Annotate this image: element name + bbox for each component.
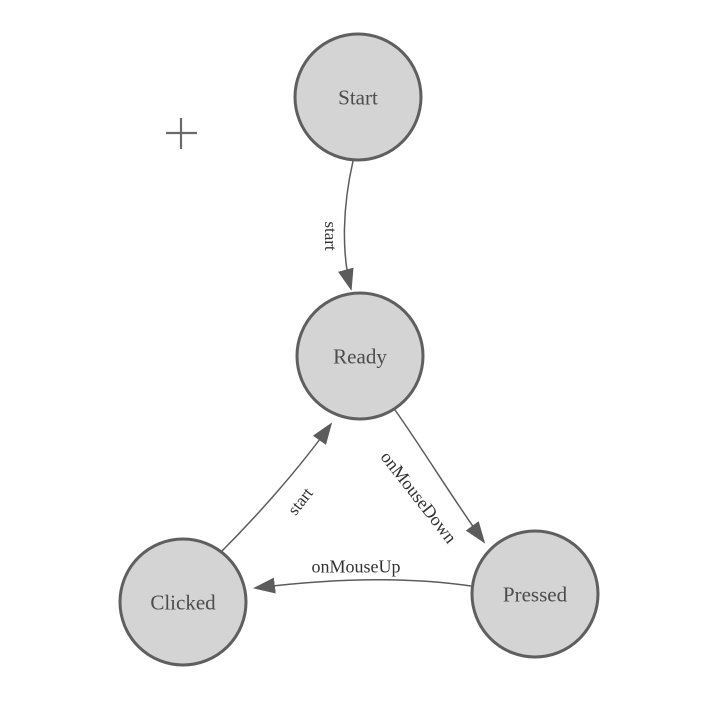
transition-label-start-to-ready: start <box>321 221 340 251</box>
crosshair-icon <box>166 118 197 149</box>
state-node-ready[interactable]: Ready <box>295 291 425 421</box>
transition-start-to-ready[interactable]: start <box>321 160 354 291</box>
state-node-start[interactable]: Start <box>293 32 423 162</box>
transition-label-clicked-to-ready: start <box>284 484 317 519</box>
state-circle-start[interactable] <box>293 32 423 162</box>
state-label-ready: Ready <box>333 344 387 368</box>
transition-clicked-to-ready[interactable]: start <box>220 422 333 553</box>
transition-label-ready-to-pressed: onMouseDown <box>377 447 461 547</box>
state-node-clicked[interactable]: Clicked <box>118 537 248 667</box>
state-label-clicked: Clicked <box>150 590 216 614</box>
state-circle-ready[interactable] <box>295 291 425 421</box>
transition-line-pressed-to-clicked[interactable] <box>253 577 472 594</box>
transition-ready-to-pressed[interactable]: onMouseDown <box>377 409 486 547</box>
state-node-pressed[interactable]: Pressed <box>470 529 600 659</box>
state-circle-clicked[interactable] <box>118 537 248 667</box>
transition-line-clicked-to-ready[interactable] <box>220 422 333 553</box>
transition-line-ready-to-pressed[interactable] <box>394 409 486 544</box>
state-label-start: Start <box>338 85 378 109</box>
transition-line-start-to-ready[interactable] <box>338 160 354 291</box>
transition-pressed-to-clicked[interactable]: onMouseUp <box>253 556 472 594</box>
state-circle-pressed[interactable] <box>470 529 600 659</box>
transition-label-pressed-to-clicked: onMouseUp <box>312 556 401 576</box>
state-label-pressed: Pressed <box>503 582 568 606</box>
